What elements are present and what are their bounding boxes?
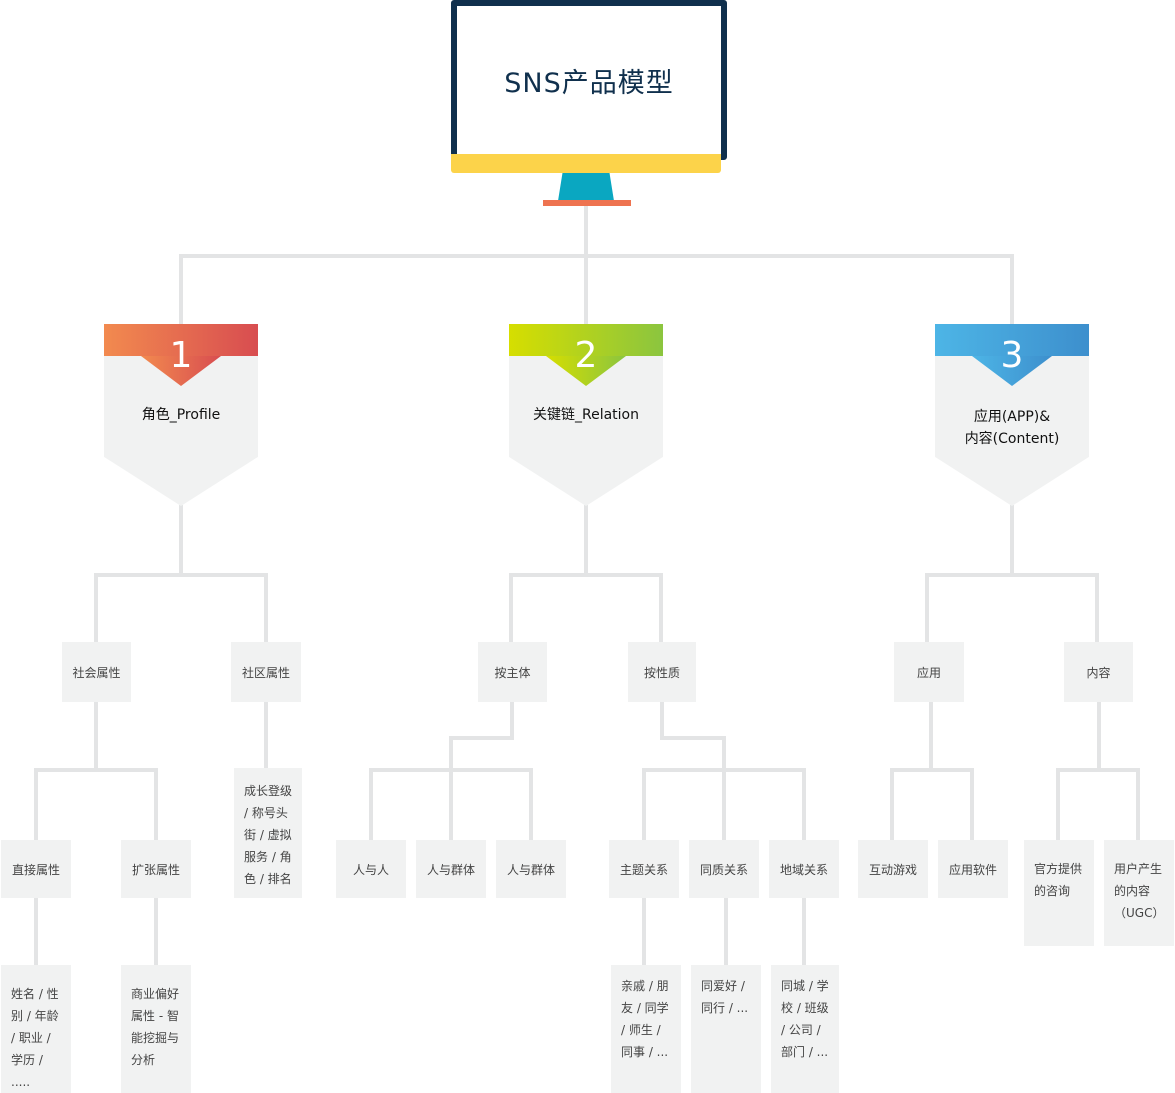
category-band-2 xyxy=(509,324,663,356)
monitor-base xyxy=(543,200,631,206)
node-official-info: 官方提供的咨询 xyxy=(1024,840,1094,946)
category-card-3: 3 应用(APP)& 内容(Content) xyxy=(935,324,1089,506)
node-community-attributes: 社区属性 xyxy=(231,642,301,702)
category-number: 2 xyxy=(574,335,598,376)
node-app: 应用 xyxy=(894,642,964,702)
node-by-nature: 按性质 xyxy=(628,642,696,702)
node-relatives-friends: 亲戚 / 朋友 / 同学 / 师生 / 同事 / ... xyxy=(611,965,681,1093)
monitor-stand xyxy=(558,173,614,201)
category-band-1 xyxy=(104,324,258,356)
node-same-city: 同城 / 学校 / 班级 / 公司 / 部门 / ... xyxy=(771,965,839,1093)
category-band-3 xyxy=(935,324,1089,356)
node-basic-info: 姓名 / 性别 / 年龄 / 职业 / 学历 / ..... xyxy=(1,965,71,1093)
node-by-subject: 按主体 xyxy=(478,642,547,702)
node-regional-relation: 地域关系 xyxy=(769,840,839,898)
category-label: 关键链_Relation xyxy=(533,407,639,423)
node-direct-attributes: 直接属性 xyxy=(1,840,71,898)
node-business-preference: 商业偏好属性 - 智能挖掘与分析 xyxy=(121,965,191,1093)
node-same-hobby: 同爱好 / 同行 / ... xyxy=(691,965,761,1093)
node-extended-attributes: 扩张属性 xyxy=(121,840,191,898)
monitor-chin xyxy=(451,154,721,173)
monitor-screen: SNS产品模型 xyxy=(451,0,727,160)
node-social-attributes: 社会属性 xyxy=(62,642,131,702)
category-label: 角色_Profile xyxy=(141,407,221,423)
category-number: 3 xyxy=(1000,335,1024,376)
node-ugc: 用户产生的内容（UGC） xyxy=(1104,840,1174,946)
diagram-title: SNS产品模型 xyxy=(504,67,674,99)
node-topic-relation: 主题关系 xyxy=(609,840,679,898)
node-app-software: 应用软件 xyxy=(938,840,1008,898)
node-homogeneous-relation: 同质关系 xyxy=(689,840,759,898)
node-person-to-group-a: 人与群体 xyxy=(416,840,486,898)
node-content: 内容 xyxy=(1064,642,1133,702)
category-card-2: 2 关键链_Relation xyxy=(509,324,663,506)
node-person-to-group-b: 人与群体 xyxy=(496,840,566,898)
category-card-1: 1 角色_Profile xyxy=(104,324,258,506)
category-label: 应用(APP)& 内容(Content) xyxy=(964,409,1060,447)
node-interactive-games: 互动游戏 xyxy=(858,840,928,898)
node-growth-level: 成长登级 / 称号头街 / 虚拟服务 / 角色 / 排名 xyxy=(234,768,302,898)
node-person-to-person: 人与人 xyxy=(336,840,406,898)
category-number: 1 xyxy=(169,335,193,376)
